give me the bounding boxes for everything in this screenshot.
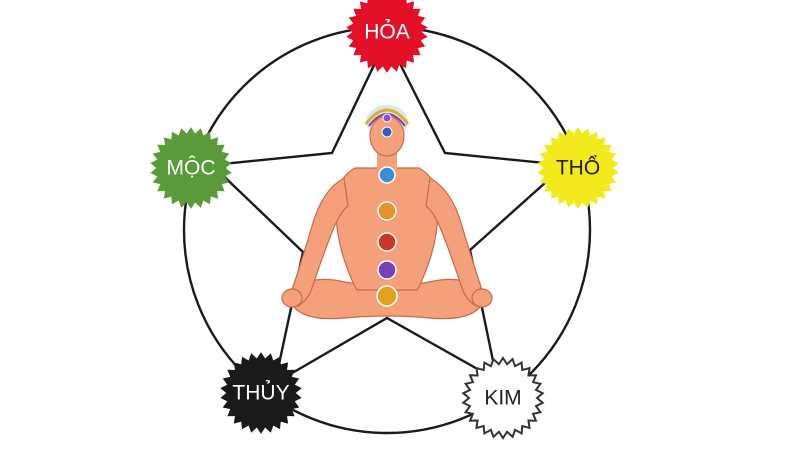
pentagram-star xyxy=(209,35,568,386)
chakra-solar-plexus xyxy=(377,232,397,252)
water-label: THỦY xyxy=(232,381,289,405)
chakra-heart xyxy=(377,201,397,221)
fire-label: HỎA xyxy=(364,20,410,44)
figure-right-hand xyxy=(471,288,493,308)
chakra-root xyxy=(376,285,398,307)
metal-seal xyxy=(461,356,545,440)
element-earth: THỔ xyxy=(537,127,619,209)
fire-seal xyxy=(346,0,428,73)
earth-label: THỔ xyxy=(556,156,600,180)
element-wood: MỘC xyxy=(150,127,232,209)
chakra-third-eye xyxy=(381,126,393,138)
chakra-throat xyxy=(378,166,396,184)
figure-left-hand xyxy=(281,288,303,308)
element-water: THỦY xyxy=(220,352,302,434)
chakra-sacral xyxy=(377,260,397,280)
wood-label: MỘC xyxy=(167,157,216,180)
wood-seal xyxy=(150,127,232,209)
chakra-crown xyxy=(382,113,392,123)
meditating-figure xyxy=(281,105,493,320)
figure-right-arm xyxy=(425,177,483,307)
water-seal xyxy=(220,352,302,434)
element-fire: HỎA xyxy=(346,0,428,73)
element-metal: KIM xyxy=(461,356,545,440)
figure-left-arm xyxy=(291,177,349,307)
metal-label: KIM xyxy=(484,387,521,410)
earth-seal xyxy=(537,127,619,209)
